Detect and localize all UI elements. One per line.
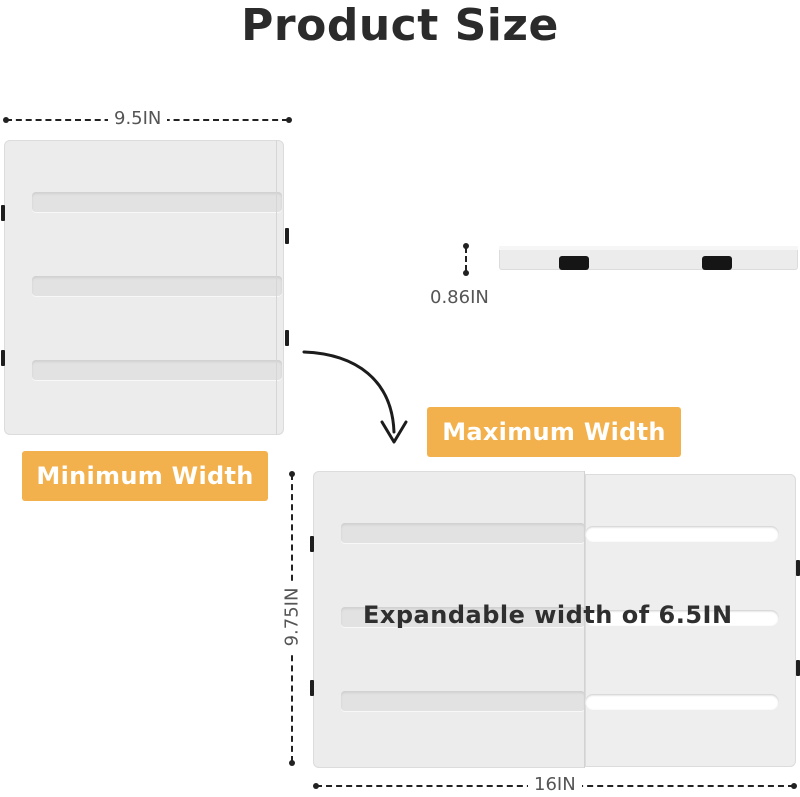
small-tray-image	[4, 140, 284, 435]
expansion-slot	[585, 526, 779, 542]
tray-clip	[796, 660, 800, 676]
tray-rail	[341, 607, 585, 627]
tray-rail	[32, 360, 282, 380]
tray-clip	[310, 536, 314, 552]
tray-rail	[341, 691, 585, 711]
tray-clip	[285, 330, 289, 346]
large-tray-right-panel	[585, 474, 796, 767]
tray-rail	[32, 192, 282, 212]
rubber-foot	[702, 256, 732, 270]
side-height-label: 0.86IN	[430, 287, 489, 308]
side-edge	[499, 246, 798, 250]
large-tray-height-label: 9.75IN	[281, 581, 303, 653]
tray-clip	[310, 680, 314, 696]
height-dot-bottom	[463, 270, 469, 276]
expansion-slot	[585, 694, 779, 710]
tray-seam	[276, 140, 277, 435]
curved-arrow-icon	[302, 350, 408, 444]
expansion-slot	[585, 610, 779, 626]
tray-rail	[32, 276, 282, 296]
rubber-foot	[559, 256, 589, 270]
minimum-width-badge: Minimum Width	[22, 451, 268, 501]
height-dot-bottom-large	[289, 760, 295, 766]
height-dimension-line-side	[465, 247, 467, 271]
side-view-image	[499, 246, 798, 270]
page-title: Product Size	[241, 0, 559, 51]
large-tray-left-panel	[313, 471, 585, 768]
width-dot-right-large	[791, 783, 797, 789]
dimension-dot-right	[286, 117, 292, 123]
tray-clip	[796, 560, 800, 576]
tray-clip	[1, 350, 5, 366]
tray-clip	[1, 205, 5, 221]
panel-seam	[584, 471, 585, 768]
tray-rail	[341, 523, 585, 543]
expandable-width-text: Expandable width of 6.5IN	[363, 601, 733, 629]
small-tray-width-label: 9.5IN	[108, 108, 168, 129]
tray-clip	[285, 228, 289, 244]
large-tray-width-label: 16IN	[528, 774, 582, 795]
height-dot-top	[463, 243, 469, 249]
maximum-width-badge: Maximum Width	[427, 407, 681, 457]
